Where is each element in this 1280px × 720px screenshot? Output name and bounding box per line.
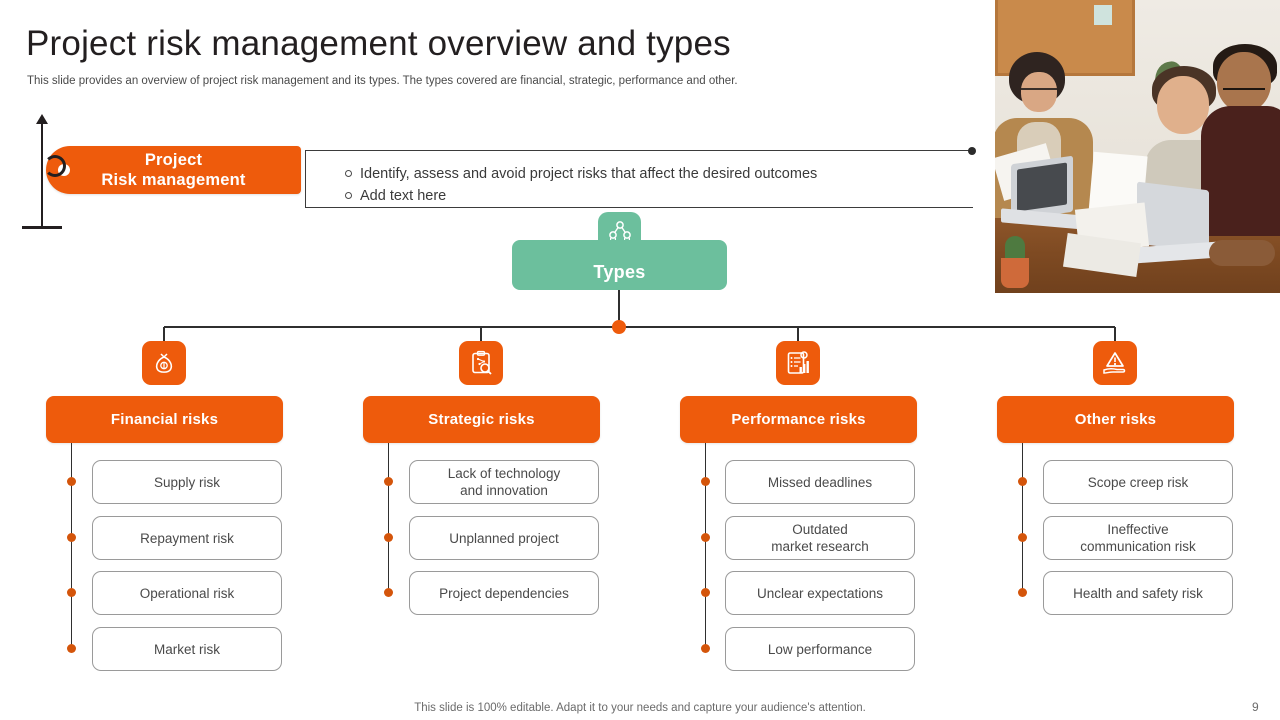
- bullet-text: Add text here: [360, 188, 447, 204]
- column-connector-3: [797, 327, 799, 345]
- column-connector-1: [163, 327, 165, 345]
- item-connector-dot: [67, 587, 76, 597]
- risk-item-label: Market risk: [153, 641, 220, 657]
- item-connector-dot: [701, 532, 710, 542]
- item-connector-dot: [1018, 476, 1027, 486]
- stand-pole: [41, 118, 43, 228]
- photo-sticky-note: [1094, 5, 1112, 25]
- photo-person3-head: [1217, 52, 1271, 112]
- page-number: 9: [1252, 700, 1259, 714]
- main-connector-dot: [612, 320, 626, 334]
- column-connector-4: [1114, 327, 1116, 345]
- category-header-1[interactable]: Financial risks: [46, 396, 283, 443]
- list-item: Add text here: [345, 185, 985, 207]
- category-header-4[interactable]: Other risks: [997, 396, 1234, 443]
- item-connector-dot: [384, 476, 393, 486]
- risk-item[interactable]: Health and safety risk: [1043, 571, 1233, 615]
- tag-hook-icon: [44, 155, 66, 177]
- project-risk-management-tag[interactable]: Project Risk management: [46, 146, 301, 194]
- stand-base: [22, 226, 62, 229]
- bullet-text: Identify, assess and avoid project risks…: [360, 166, 818, 182]
- bullet-circle-icon: [345, 192, 352, 199]
- category-spine-2: [388, 443, 390, 592]
- category-spine-4: [1022, 443, 1024, 592]
- risk-item-label: Unclear expectations: [756, 585, 884, 601]
- risk-item[interactable]: Unclear expectations: [725, 571, 915, 615]
- overview-panel-endpoint-dot: [968, 147, 976, 155]
- category-header-label: Strategic risks: [428, 411, 535, 428]
- photo-laptop-display: [1017, 162, 1067, 212]
- item-connector-dot: [67, 643, 76, 653]
- footer-note: This slide is 100% editable. Adapt it to…: [414, 702, 866, 714]
- team-meeting-photo: [995, 0, 1280, 293]
- item-connector-dot: [67, 476, 76, 486]
- risk-item-label: Scope creep risk: [1087, 474, 1189, 490]
- item-connector-dot: [384, 587, 393, 597]
- types-connector-vertical: [618, 290, 620, 327]
- photo-cactus: [1005, 236, 1025, 264]
- risk-item[interactable]: Operational risk: [92, 571, 282, 615]
- types-label: Types: [593, 262, 646, 282]
- bullet-circle-icon: [345, 170, 352, 177]
- item-connector-dot: [1018, 587, 1027, 597]
- risk-item[interactable]: Supply risk: [92, 460, 282, 504]
- item-connector-dot: [701, 643, 710, 653]
- overview-panel-top-line: [330, 150, 973, 151]
- item-connector-dot: [701, 476, 710, 486]
- photo-pot: [1001, 258, 1029, 288]
- category-header-label: Performance risks: [731, 411, 866, 428]
- category-header-3[interactable]: Performance risks: [680, 396, 917, 443]
- photo-hand: [1209, 240, 1275, 266]
- hand-warning-icon: [1093, 341, 1137, 385]
- photo-person3-glasses: [1223, 88, 1265, 98]
- item-connector-dot: [67, 532, 76, 542]
- item-connector-dot: [701, 587, 710, 597]
- page-title: Project risk management overview and typ…: [26, 24, 731, 63]
- risk-item-label: Unplanned project: [449, 530, 559, 546]
- clipboard-search-icon: [459, 341, 503, 385]
- column-connector-2: [480, 327, 482, 345]
- risk-item-label: Health and safety risk: [1073, 585, 1203, 601]
- list-item: Identify, assess and avoid project risks…: [345, 163, 985, 185]
- photo-person1-face: [1021, 72, 1057, 112]
- risk-item[interactable]: Unplanned project: [409, 516, 599, 560]
- risk-item-label: Repayment risk: [140, 530, 234, 546]
- photo-person3-body: [1201, 106, 1280, 236]
- category-header-2[interactable]: Strategic risks: [363, 396, 600, 443]
- item-connector-dot: [1018, 532, 1027, 542]
- tag-label-line2: Risk management: [101, 171, 246, 189]
- category-header-label: Financial risks: [110, 411, 219, 428]
- photo-person1-glasses: [1021, 88, 1057, 98]
- risk-item-label: Operational risk: [139, 585, 235, 601]
- risk-item-label: Missed deadlines: [767, 474, 873, 490]
- risk-item[interactable]: Project dependencies: [409, 571, 599, 615]
- risk-item[interactable]: Repayment risk: [92, 516, 282, 560]
- overview-bullet-list: Identify, assess and avoid project risks…: [345, 163, 985, 207]
- page-subtitle: This slide provides an overview of proje…: [27, 75, 738, 87]
- risk-item[interactable]: Market risk: [92, 627, 282, 671]
- category-header-label: Other risks: [1074, 411, 1157, 428]
- risk-item-label: Supply risk: [153, 474, 221, 490]
- money-bag-icon: [142, 341, 186, 385]
- report-chart-icon: [776, 341, 820, 385]
- category-spine-1: [71, 443, 73, 648]
- risk-item-label: Project dependencies: [439, 585, 569, 601]
- tag-label: Project Risk management: [101, 150, 245, 190]
- tag-label-line1: Project: [144, 151, 203, 169]
- category-spine-3: [705, 443, 707, 648]
- risk-item[interactable]: Scope creep risk: [1043, 460, 1233, 504]
- photo-person2-head: [1157, 76, 1209, 134]
- risk-item-label: Low performance: [767, 641, 873, 657]
- item-connector-dot: [384, 532, 393, 542]
- main-connector-horizontal: [164, 326, 1115, 328]
- types-node[interactable]: Types: [512, 240, 727, 290]
- risk-item[interactable]: Low performance: [725, 627, 915, 671]
- risk-item[interactable]: Missed deadlines: [725, 460, 915, 504]
